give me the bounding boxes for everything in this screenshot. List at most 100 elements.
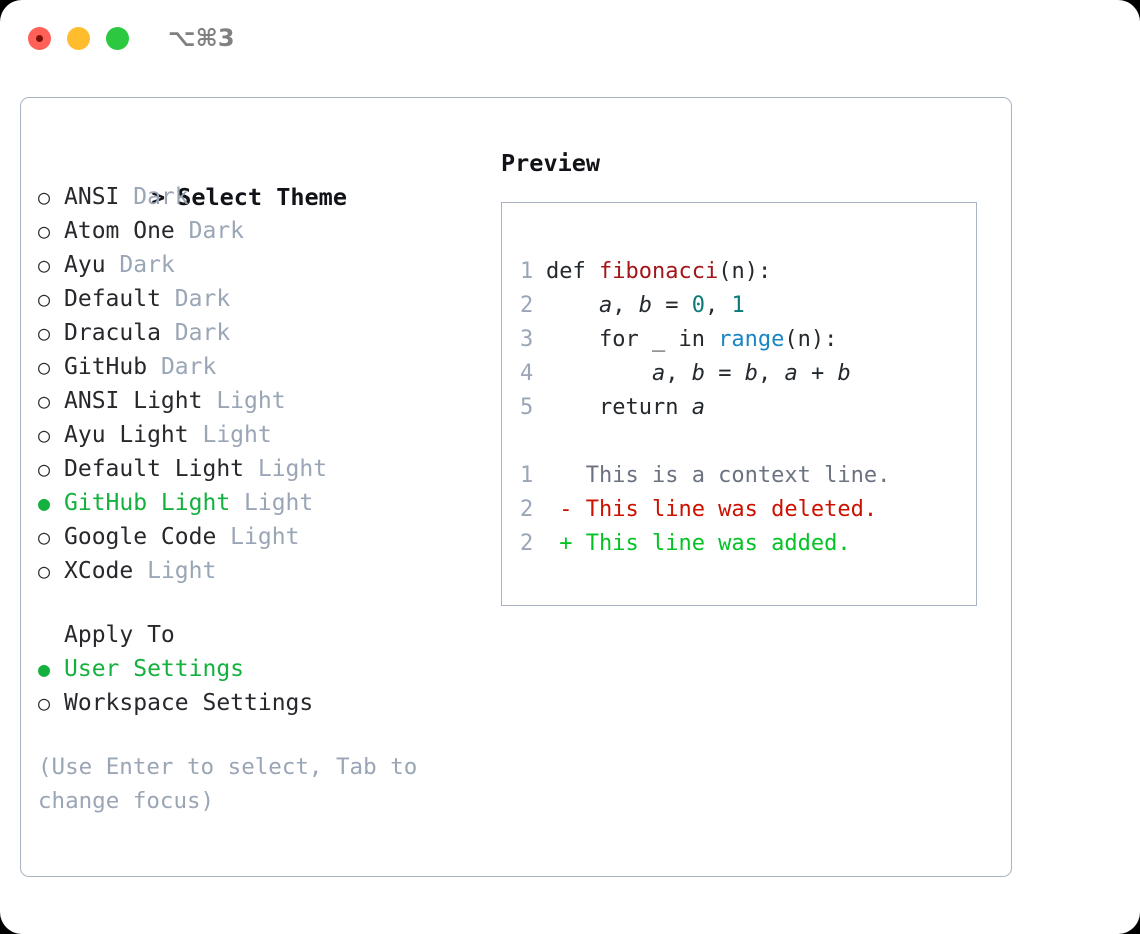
keyboard-hint: (Use Enter to select, Tab to change focu…	[38, 754, 431, 814]
line-number: 2	[520, 293, 534, 318]
code-token: =	[651, 293, 692, 318]
theme-name-label: Default	[64, 286, 161, 312]
theme-list-item[interactable]: ○Default Light Light	[38, 452, 483, 486]
code-token: (n):	[718, 259, 772, 284]
caret-icon: >	[151, 185, 166, 211]
theme-name-label: Ayu Light	[64, 422, 189, 448]
theme-variant-label: Dark	[105, 252, 175, 278]
code-token: a	[651, 361, 666, 386]
radio-unselected-icon: ○	[38, 321, 51, 345]
theme-list-item[interactable]: ○Default Dark	[38, 282, 483, 316]
theme-name-label: Atom One	[64, 218, 175, 244]
code-line: 4 a, b = b, a + b	[520, 357, 976, 391]
theme-list-item[interactable]: ●GitHub Light Light	[38, 486, 483, 520]
radio-unselected-icon: ○	[38, 253, 51, 277]
code-token: +	[797, 361, 838, 386]
theme-variant-label: Light	[202, 388, 286, 414]
code-line: 3 for _ in range(n):	[520, 323, 976, 357]
code-token: (n):	[784, 327, 838, 352]
radio-unselected-icon: ○	[38, 691, 51, 715]
diff-text: This is a context line.	[546, 463, 891, 488]
line-number: 1	[520, 259, 534, 284]
apply-to-item[interactable]: ○Workspace Settings	[38, 686, 483, 720]
code-token: =	[704, 361, 745, 386]
code-token: a	[691, 395, 705, 420]
apply-to-item[interactable]: ● User Settings	[38, 652, 483, 686]
theme-list-item[interactable]: ○ Google Code Light	[38, 520, 483, 554]
code-token: return	[546, 395, 692, 420]
theme-list-item[interactable]: ○ANSI Dark	[38, 180, 483, 214]
apply-to-header: Apply To	[64, 622, 175, 648]
code-token: b	[638, 293, 652, 318]
radio-unselected-icon: ○	[38, 457, 51, 481]
minimize-button-icon[interactable]	[67, 27, 90, 50]
code-token	[546, 361, 652, 386]
code-line: 2 a, b = 0, 1	[520, 289, 976, 323]
theme-list-item[interactable]: ○GitHub Dark	[38, 350, 483, 384]
radio-selected-icon: ●	[38, 657, 51, 681]
theme-variant-label: Light	[133, 558, 217, 584]
code-token: ,	[665, 361, 692, 386]
maximize-button-icon[interactable]	[106, 27, 129, 50]
theme-list: ○ANSI Dark○Atom One Dark○Ayu Dark○Defaul…	[38, 180, 483, 588]
line-number: 1	[520, 463, 534, 488]
radio-unselected-icon: ○	[38, 185, 51, 209]
theme-variant-label: Dark	[174, 218, 245, 244]
close-button-icon[interactable]	[28, 27, 51, 50]
code-token: def	[546, 259, 599, 284]
code-token: a	[784, 361, 798, 386]
line-number: 2	[520, 531, 534, 556]
diff-text: - This line was deleted.	[546, 497, 878, 522]
theme-name-label: GitHub	[64, 354, 148, 380]
code-token: fibonacci	[598, 259, 719, 284]
theme-list-header-label: Select Theme	[177, 183, 347, 211]
code-token: 1	[731, 293, 745, 318]
radio-unselected-icon: ○	[38, 355, 51, 379]
line-number: 2	[520, 497, 534, 522]
diff-sample: 1 This is a context line. 2 - This line w…	[520, 459, 976, 561]
code-token: range	[718, 327, 785, 352]
radio-unselected-icon: ○	[38, 525, 51, 549]
line-number: 5	[520, 395, 534, 420]
diff-line: 2 + This line was added.	[520, 527, 976, 561]
diff-line: 2 - This line was deleted.	[520, 493, 976, 527]
theme-list-header: > Select Theme	[38, 146, 483, 211]
radio-unselected-icon: ○	[38, 559, 51, 583]
apply-to-label: User Settings	[64, 656, 245, 682]
theme-variant-label: Light	[216, 524, 300, 550]
theme-name-label: Dracula	[64, 320, 161, 346]
theme-list-item[interactable]: ○ ANSI Light Light	[38, 384, 483, 418]
code-token: for _ in	[546, 327, 719, 352]
section-spacer	[38, 588, 483, 618]
theme-list-item[interactable]: ○ Ayu Dark	[38, 248, 483, 282]
radio-unselected-icon: ○	[38, 389, 51, 413]
theme-list-item[interactable]: ○Atom One Dark	[38, 214, 483, 248]
code-token	[546, 293, 599, 318]
theme-picker-column: >Select Theme ○ANSI Dark○Atom One Dark○A…	[38, 146, 483, 818]
theme-name-label: XCode	[64, 558, 134, 584]
theme-name-label: ANSI Light	[64, 388, 203, 414]
keyboard-shortcut-label: ⌥⌘3	[168, 24, 235, 52]
code-line: 1 def fibonacci(n):	[520, 255, 976, 289]
code-token: 0	[691, 293, 705, 318]
theme-name-label: ANSI	[64, 184, 120, 210]
code-token: b	[744, 361, 758, 386]
code-token: ,	[612, 293, 639, 318]
diff-text: + This line was added.	[546, 531, 851, 556]
code-token: b	[691, 361, 705, 386]
theme-variant-label: Light	[230, 490, 314, 516]
theme-list-item[interactable]: ○Ayu Light Light	[38, 418, 483, 452]
radio-unselected-icon: ○	[38, 287, 51, 311]
theme-name-label: Google Code	[64, 524, 217, 550]
theme-name-label: GitHub Light	[64, 490, 231, 516]
theme-list-item[interactable]: ○ XCode Light	[38, 554, 483, 588]
theme-name-label: Ayu	[64, 252, 106, 278]
code-token: ,	[757, 361, 785, 386]
theme-list-item[interactable]: ○Dracula Dark	[38, 316, 483, 350]
code-token: a	[598, 293, 613, 318]
line-number: 3	[520, 327, 534, 352]
radio-unselected-icon: ○	[38, 423, 51, 447]
